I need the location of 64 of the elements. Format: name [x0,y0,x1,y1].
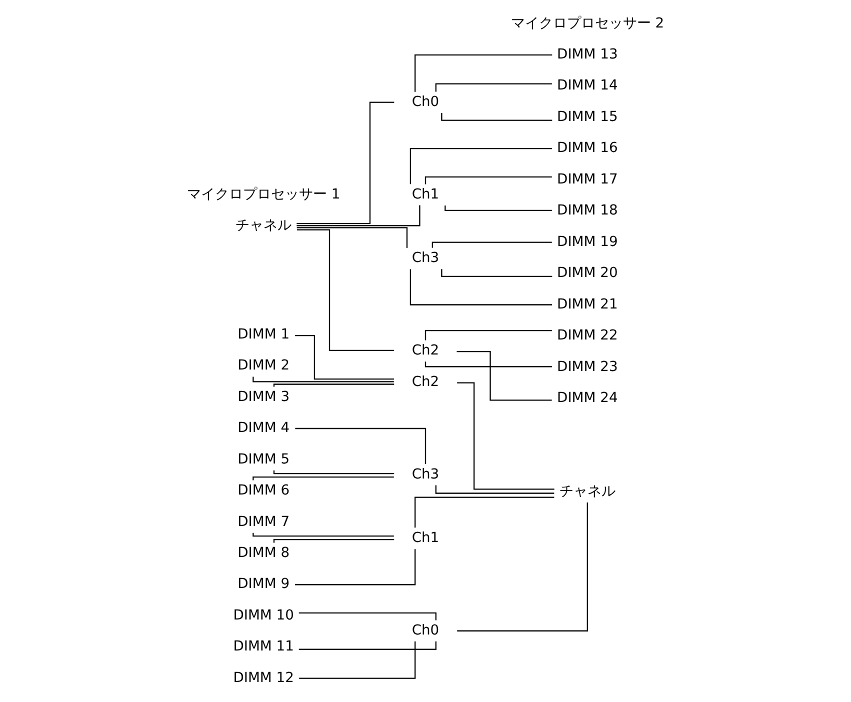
node-text: DIMM 10 [233,607,294,624]
node-text: DIMM 3 [238,388,290,405]
connector [457,382,554,490]
connector [294,549,416,586]
connector [424,330,552,340]
connector [414,496,554,528]
node-text: DIMM 17 [557,171,618,188]
node-text: DIMM 5 [238,451,290,468]
node-text: DIMM 9 [238,576,290,592]
label: マイクロプロセッサー 1 [186,186,340,202]
node-text: DIMM 1 [238,326,290,342]
node-text: DIMM 22 [557,328,618,344]
node-text: DIMM 4 [238,420,290,436]
node-text: DIMM 16 [557,140,618,156]
node-text: DIMM 20 [557,265,618,282]
connector [456,351,552,401]
connector [252,532,394,537]
connector [414,54,552,92]
connector [424,362,552,368]
node-text: Ch1 [412,186,440,202]
connector [273,470,394,474]
node-text: DIMM 8 [238,544,290,561]
node-text: DIMM 23 [557,358,618,375]
node-text: DIMM 15 [557,108,618,125]
connector [298,612,436,620]
node-text: Ch0 [412,622,440,638]
node-text: DIMM 19 [557,234,618,250]
connector [435,83,552,92]
connector [457,502,588,632]
node-text: DIMM 2 [238,358,290,374]
node-text: チャネル [236,218,292,234]
connector [298,641,436,650]
connector [252,476,394,480]
node-text: DIMM 13 [557,46,618,63]
node-text: DIMM 12 [233,670,294,686]
node-text: Ch2 [412,374,440,390]
node-text: Ch3 [412,250,440,266]
node-text: DIMM 6 [238,482,290,499]
node-text: DIMM 11 [233,638,294,655]
connector [435,485,554,494]
connector [295,428,426,464]
connector [296,227,408,248]
connector [410,269,552,306]
connector [441,112,552,121]
connector [299,641,416,679]
node-text: DIMM 7 [238,514,290,530]
node-text: Ch2 [412,342,440,359]
label: マイクロプロセッサー 2 [510,15,664,32]
connector [296,102,394,224]
node-text: Ch0 [412,94,440,110]
node-text: DIMM 18 [557,202,618,219]
connector [296,205,420,226]
connector [424,176,552,184]
connector [273,384,394,387]
node-text: Ch3 [412,466,440,482]
connector [294,335,394,380]
connector [296,229,394,351]
connector [410,148,552,184]
node-text: DIMM 14 [557,78,618,94]
connector [273,538,394,543]
node-text: DIMM 21 [557,296,618,312]
node-text: チャネル [559,484,616,500]
node-text: Ch1 [412,530,440,546]
node-text: DIMM 24 [557,390,618,406]
